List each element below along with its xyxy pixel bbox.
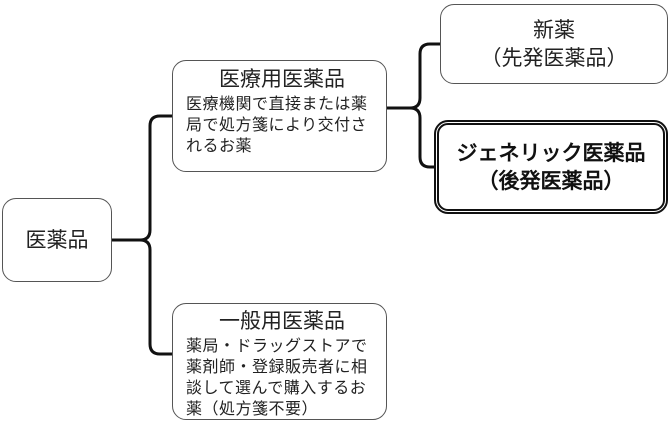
otc-desc-line: 薬局・ドラッグストアで — [186, 336, 368, 355]
root-node-label: 医薬品 — [25, 228, 89, 252]
node-new-drug: 新薬 （先発医薬品） — [440, 4, 668, 84]
generic-drug-line2: （後発医薬品） — [477, 169, 625, 193]
prescription-desc-line: れるお薬 — [186, 136, 253, 155]
otc-desc-line: 薬（処方箋不要） — [186, 399, 319, 418]
node-generic-drug: ジェネリック医薬品 （後発医薬品） — [434, 120, 668, 214]
generic-drug-line1: ジェネリック医薬品 — [456, 141, 646, 165]
node-prescription-drugs: 医療用医薬品 医療機関で直接または薬 局で処方箋により交付さ れるお薬 — [172, 60, 387, 172]
new-drug-line1: 新薬 — [533, 18, 575, 42]
prescription-title: 医療用医薬品 — [219, 67, 345, 91]
new-drug-line2: （先発医薬品） — [480, 46, 628, 70]
otc-desc-line: 談して選んで購入するお — [186, 378, 367, 397]
connector-root-to-children — [112, 114, 172, 356]
prescription-desc-line: 局で処方箋により交付さ — [186, 115, 368, 134]
prescription-desc-line: 医療機関で直接または薬 — [186, 94, 368, 113]
node-otc-drugs: 一般用医薬品 薬局・ドラッグストアで 薬剤師・登録販売者に相 談して選んで購入す… — [172, 303, 387, 420]
prescription-description: 医療機関で直接または薬 局で処方箋により交付さ れるお薬 — [186, 93, 378, 156]
otc-title: 一般用医薬品 — [219, 309, 345, 333]
otc-desc-line: 薬剤師・登録販売者に相 — [186, 357, 368, 376]
root-node-pharmaceuticals: 医薬品 — [2, 198, 112, 282]
connector-prescription-to-children — [387, 42, 440, 169]
otc-description: 薬局・ドラッグストアで 薬剤師・登録販売者に相 談して選んで購入するお 薬（処方… — [186, 335, 378, 419]
